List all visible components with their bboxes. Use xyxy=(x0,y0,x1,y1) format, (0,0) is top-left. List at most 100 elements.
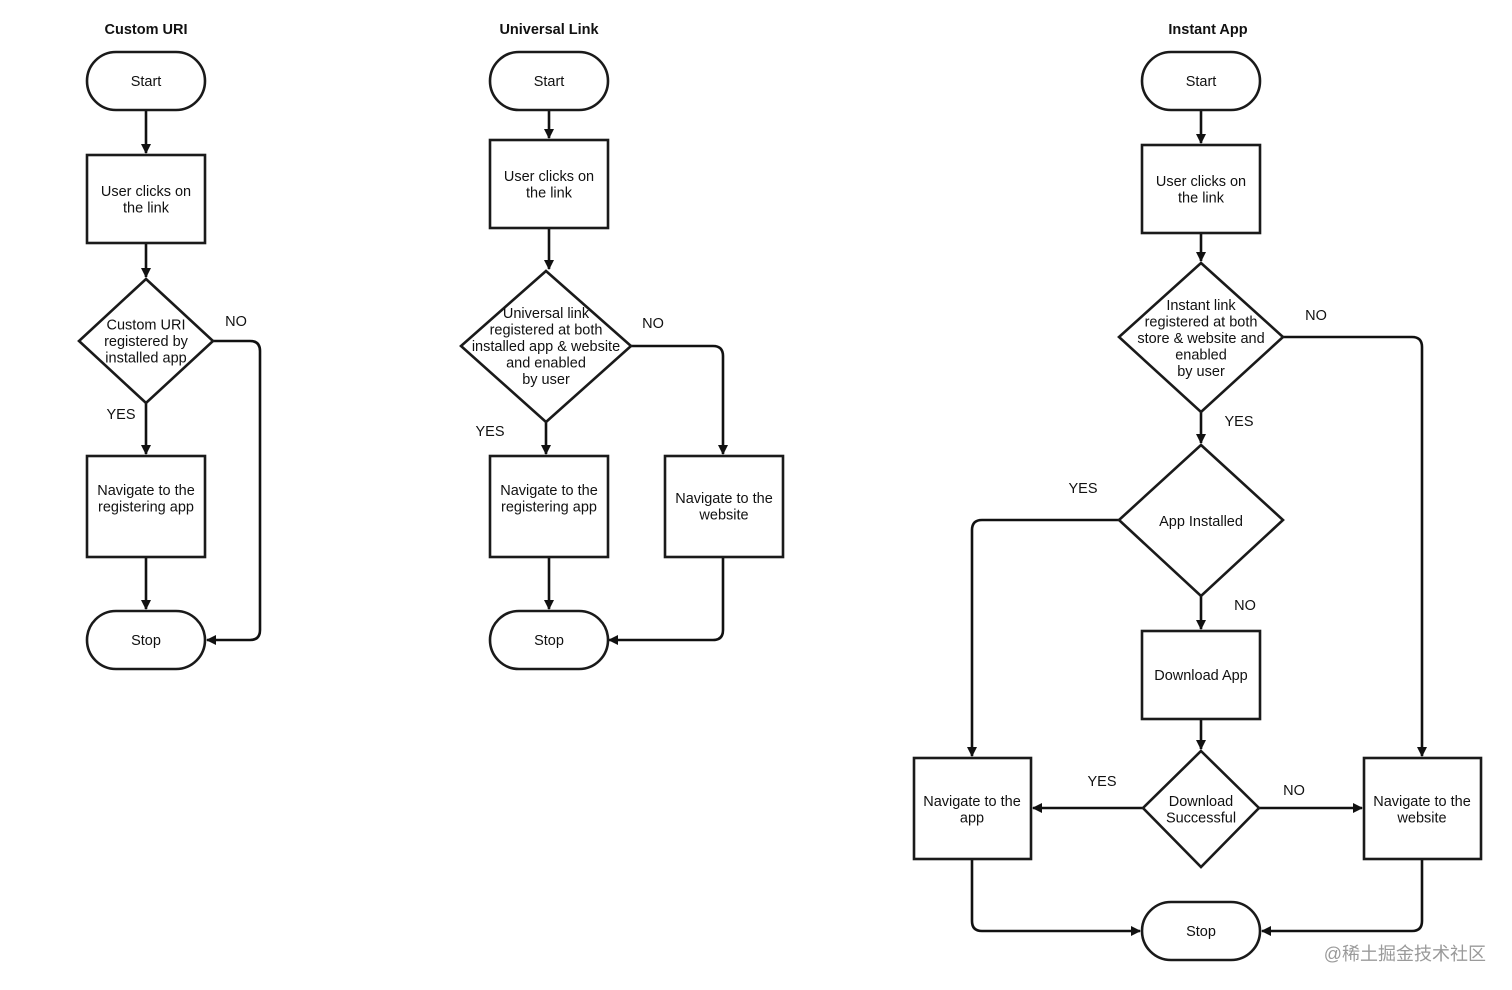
no-label: NO xyxy=(642,316,664,332)
label-line: Navigate to the xyxy=(500,483,598,499)
start-terminal xyxy=(85,50,207,112)
label-line: User clicks on xyxy=(101,184,191,200)
download-app-label: Download App xyxy=(1154,668,1248,684)
label-line: Download App xyxy=(1154,668,1248,684)
label-line: Start xyxy=(131,74,162,90)
label-line: Navigate to the xyxy=(1373,794,1471,810)
label-line: installed app & website xyxy=(472,339,620,355)
stop-terminal xyxy=(85,609,207,671)
download-successful-decision-diamond xyxy=(1141,749,1261,869)
decision-yes-label: YES xyxy=(1224,414,1253,430)
stop-label: Stop xyxy=(131,633,161,649)
label-line: the link xyxy=(1178,190,1225,206)
user-clicks-link-box xyxy=(1140,143,1262,235)
label-line: Universal link xyxy=(503,306,590,322)
edge-navigate-app-to-stop xyxy=(970,859,1141,936)
diagram-title: Custom URI xyxy=(105,22,188,38)
stop-terminal xyxy=(488,609,610,671)
label-line: Start xyxy=(1186,74,1217,90)
label-line: Successful xyxy=(1166,810,1236,826)
universal-link-decision-diamond xyxy=(459,269,633,424)
label-line: enabled xyxy=(1175,348,1227,364)
yes-label: YES xyxy=(475,424,504,440)
diagram-title: Universal Link xyxy=(499,22,599,38)
label-line: store & website and xyxy=(1137,331,1264,347)
custom-uri-decision-diamond xyxy=(77,277,215,405)
stop-label: Stop xyxy=(534,633,564,649)
label-line: registering app xyxy=(501,499,597,515)
label-line: Instant link xyxy=(1166,298,1236,314)
label-line: Stop xyxy=(534,633,564,649)
watermark-text: @稀土掘金技术社区 xyxy=(1324,944,1486,964)
label-line: and enabled xyxy=(506,356,586,372)
no-label: NO xyxy=(225,314,247,330)
label-line: by user xyxy=(522,372,570,388)
stop-terminal xyxy=(1140,900,1262,962)
start-terminal xyxy=(1140,50,1262,112)
start-label: Start xyxy=(1186,74,1217,90)
installed-yes-label: YES xyxy=(1068,481,1097,497)
app-installed-decision-label: App Installed xyxy=(1159,514,1243,530)
label-line: Custom URI xyxy=(107,318,186,334)
navigate-app-box xyxy=(912,756,1033,861)
download-app-box xyxy=(1140,629,1262,721)
instant-link-decision-diamond xyxy=(1117,261,1285,414)
edge-navigate-web-to-stop xyxy=(1261,859,1424,936)
success-yes-label: YES xyxy=(1087,774,1116,790)
label-line: Navigate to the xyxy=(923,794,1021,810)
decision-no-label: NO xyxy=(1305,308,1327,324)
user-clicks-link-box xyxy=(85,153,207,245)
label-line: by user xyxy=(1177,364,1225,380)
label-line: registering app xyxy=(98,499,194,515)
edge-decision-no xyxy=(206,339,262,645)
diagram-title: Instant App xyxy=(1168,22,1247,38)
label-line: Stop xyxy=(1186,924,1216,940)
label-line: the link xyxy=(526,185,573,201)
edge-decision-no xyxy=(1283,335,1427,757)
stop-label: Stop xyxy=(1186,924,1216,940)
start-terminal xyxy=(488,50,610,112)
user-clicks-link-box xyxy=(488,138,610,230)
yes-label: YES xyxy=(106,407,135,423)
label-line: Navigate to the xyxy=(97,483,195,499)
label-line: website xyxy=(698,507,748,523)
label-line: Stop xyxy=(131,633,161,649)
label-line: Download xyxy=(1169,794,1234,810)
label-line: registered at both xyxy=(490,323,603,339)
edge-decision-no xyxy=(631,344,728,455)
label-line: app xyxy=(960,810,984,826)
navigate-registering-app-box xyxy=(85,454,207,559)
label-line: registered at both xyxy=(1145,315,1258,331)
label-line: registered by xyxy=(104,334,189,350)
label-line: the link xyxy=(123,200,170,216)
app-installed-decision-diamond xyxy=(1117,443,1285,598)
start-label: Start xyxy=(534,74,565,90)
navigate-registering-app-box xyxy=(488,454,610,559)
navigate-website-box xyxy=(663,454,785,559)
label-line: User clicks on xyxy=(1156,174,1246,190)
navigate-website-box xyxy=(1362,756,1483,861)
label-line: User clicks on xyxy=(504,169,594,185)
installed-no-label: NO xyxy=(1234,598,1256,614)
edge-navigate-web-to-stop xyxy=(608,557,725,645)
label-line: installed app xyxy=(105,351,186,367)
label-line: website xyxy=(1396,810,1446,826)
edge-installed-yes xyxy=(967,518,1119,757)
label-line: Navigate to the xyxy=(675,491,773,507)
start-label: Start xyxy=(131,74,162,90)
